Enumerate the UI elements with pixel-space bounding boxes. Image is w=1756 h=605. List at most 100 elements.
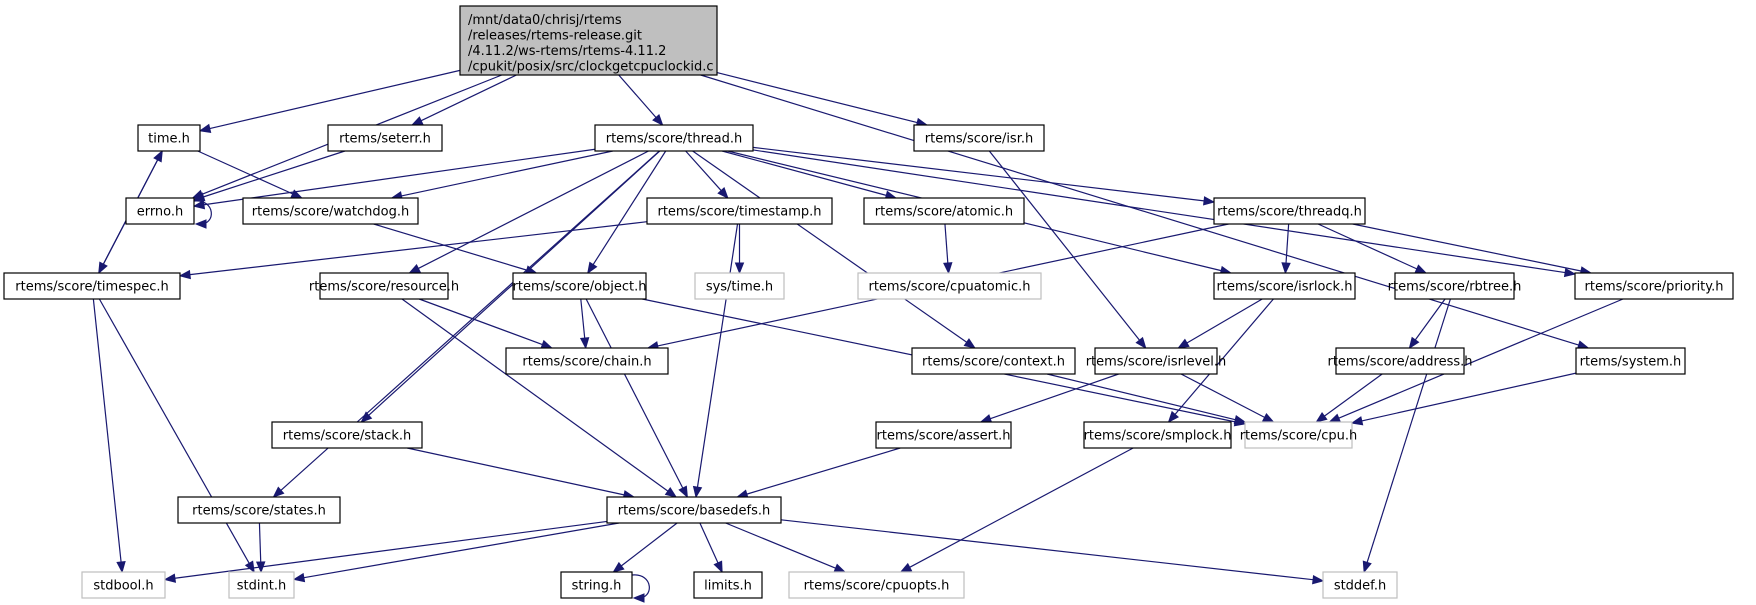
node-label: rtems/score/stack.h xyxy=(283,429,411,444)
edge-time-to-watchdog xyxy=(197,150,303,199)
edge-isrlock-to-smplock xyxy=(1167,298,1274,424)
edge-seterr-to-errno xyxy=(192,150,346,202)
edge-basedefs-to-limits xyxy=(699,522,723,574)
node-atomic[interactable]: rtems/score/atomic.h xyxy=(863,197,1025,225)
nodes-layer: /mnt/data0/chrisj/rtems/releases/rtems-r… xyxy=(3,5,1734,599)
root-node-label-line: /4.11.2/ws-rtems/rtems-4.11.2 xyxy=(468,44,666,59)
node-box xyxy=(1335,347,1465,375)
node-isr[interactable]: rtems/score/isr.h xyxy=(913,124,1045,152)
edge-smplock-to-cpuopts xyxy=(899,447,1134,573)
arrowhead xyxy=(1328,413,1342,423)
node-box xyxy=(857,272,1042,300)
node-isrlevel[interactable]: rtems/score/isrlevel.h xyxy=(1086,347,1227,375)
node-time[interactable]: time.h xyxy=(137,124,201,152)
node-root-file: /mnt/data0/chrisj/rtems/releases/rtems-r… xyxy=(459,5,718,76)
edge-basedefs-to-stdint xyxy=(292,522,620,583)
node-resource[interactable]: rtems/score/resource.h xyxy=(309,272,459,300)
node-stack[interactable]: rtems/score/stack.h xyxy=(271,421,423,449)
node-systime[interactable]: sys/time.h xyxy=(694,272,785,300)
node-label: rtems/score/chain.h xyxy=(522,355,651,370)
node-label: rtems/seterr.h xyxy=(339,132,431,147)
node-box xyxy=(242,197,419,225)
node-timespec[interactable]: rtems/score/timespec.h xyxy=(3,272,181,300)
node-errno[interactable]: errno.h xyxy=(125,197,195,225)
node-box xyxy=(913,124,1045,152)
arrowhead xyxy=(244,560,255,574)
node-label: rtems/score/priority.h xyxy=(1585,280,1724,295)
arrowhead xyxy=(899,562,913,573)
edge-priority-to-cpu xyxy=(1328,298,1624,423)
node-box xyxy=(137,124,201,152)
arrowhead xyxy=(1408,336,1420,350)
node-box xyxy=(327,124,443,152)
node-box xyxy=(1094,347,1218,375)
node-rbtree[interactable]: rtems/score/rbtree.h xyxy=(1388,272,1522,300)
node-states[interactable]: rtems/score/states.h xyxy=(177,496,341,524)
node-stddef[interactable]: stddef.h xyxy=(1322,571,1398,599)
node-box xyxy=(1322,571,1398,599)
edge-thread-to-priority xyxy=(752,149,1577,278)
arrowhead xyxy=(943,262,953,275)
edge-timespec-to-stdint xyxy=(98,298,255,574)
node-thread[interactable]: rtems/score/thread.h xyxy=(594,124,754,152)
node-box xyxy=(693,571,763,599)
root-node-label-line: /cpukit/posix/src/clockgetcpuclockid.c xyxy=(468,60,714,75)
node-box xyxy=(863,197,1025,225)
node-label: time.h xyxy=(148,132,190,147)
node-stdint[interactable]: stdint.h xyxy=(228,571,295,599)
edge-assert-to-basedefs xyxy=(735,447,901,499)
node-assert[interactable]: rtems/score/assert.h xyxy=(875,421,1012,449)
node-cpu[interactable]: rtems/score/cpu.h xyxy=(1240,421,1358,449)
edge-errno-to-errno xyxy=(193,200,212,229)
node-box xyxy=(512,272,647,300)
edge-resource-to-basedefs xyxy=(401,298,678,498)
arrowhead xyxy=(579,337,590,350)
arrowhead xyxy=(1312,574,1325,585)
node-label: rtems/score/threadq.h xyxy=(1217,205,1362,220)
node-address[interactable]: rtems/score/address.h xyxy=(1327,347,1473,375)
node-label: rtems/score/isr.h xyxy=(925,132,1033,147)
edge-root-to-system xyxy=(700,74,1590,350)
node-smplock[interactable]: rtems/score/smplock.h xyxy=(1083,421,1232,449)
node-cpuopts[interactable]: rtems/score/cpuopts.h xyxy=(788,571,965,599)
node-stdbool[interactable]: stdbool.h xyxy=(81,571,166,599)
node-priority[interactable]: rtems/score/priority.h xyxy=(1574,272,1734,300)
node-label: rtems/score/smplock.h xyxy=(1084,429,1232,444)
node-cpuatomic[interactable]: rtems/score/cpuatomic.h xyxy=(857,272,1042,300)
node-system[interactable]: rtems/system.h xyxy=(1575,347,1686,375)
node-label: rtems/score/cpu.h xyxy=(1240,429,1358,444)
edge-address-to-cpu xyxy=(1315,373,1383,423)
arrowhead xyxy=(153,149,163,163)
node-chain[interactable]: rtems/score/chain.h xyxy=(505,347,669,375)
arrowhead xyxy=(1350,416,1364,426)
root-node-box xyxy=(459,5,718,76)
arrowhead xyxy=(272,486,285,498)
node-label: rtems/score/basedefs.h xyxy=(618,504,771,519)
arrowhead xyxy=(1135,336,1147,350)
edge-atomic-to-cpuatomic xyxy=(943,223,953,275)
arrowhead xyxy=(1362,560,1372,574)
arrowhead xyxy=(1315,411,1328,423)
edge-timespec-to-stdbool xyxy=(92,298,126,574)
edge-threadq-to-isrlock xyxy=(1281,223,1291,275)
node-box xyxy=(1213,197,1366,225)
edge-rbtree-to-stddef xyxy=(1362,298,1451,574)
node-label: string.h xyxy=(572,579,622,594)
node-box xyxy=(319,272,449,300)
node-threadq[interactable]: rtems/score/threadq.h xyxy=(1213,197,1366,225)
node-seterr[interactable]: rtems/seterr.h xyxy=(327,124,443,152)
edge-threadq-to-priority xyxy=(1352,223,1593,276)
node-watchdog[interactable]: rtems/score/watchdog.h xyxy=(242,197,419,225)
node-timestamp[interactable]: rtems/score/timestamp.h xyxy=(646,197,833,225)
node-box xyxy=(560,571,633,599)
node-isrlock[interactable]: rtems/score/isrlock.h xyxy=(1213,272,1356,300)
node-string[interactable]: string.h xyxy=(560,571,633,599)
node-context[interactable]: rtems/score/context.h xyxy=(911,347,1076,375)
arrowhead xyxy=(833,563,847,573)
edge-basedefs-to-stddef xyxy=(780,519,1325,585)
node-label: rtems/score/object.h xyxy=(513,280,647,295)
edge-thread-to-context xyxy=(692,150,976,349)
node-object[interactable]: rtems/score/object.h xyxy=(512,272,647,300)
node-limits[interactable]: limits.h xyxy=(693,571,763,599)
node-basedefs[interactable]: rtems/score/basedefs.h xyxy=(606,496,782,524)
